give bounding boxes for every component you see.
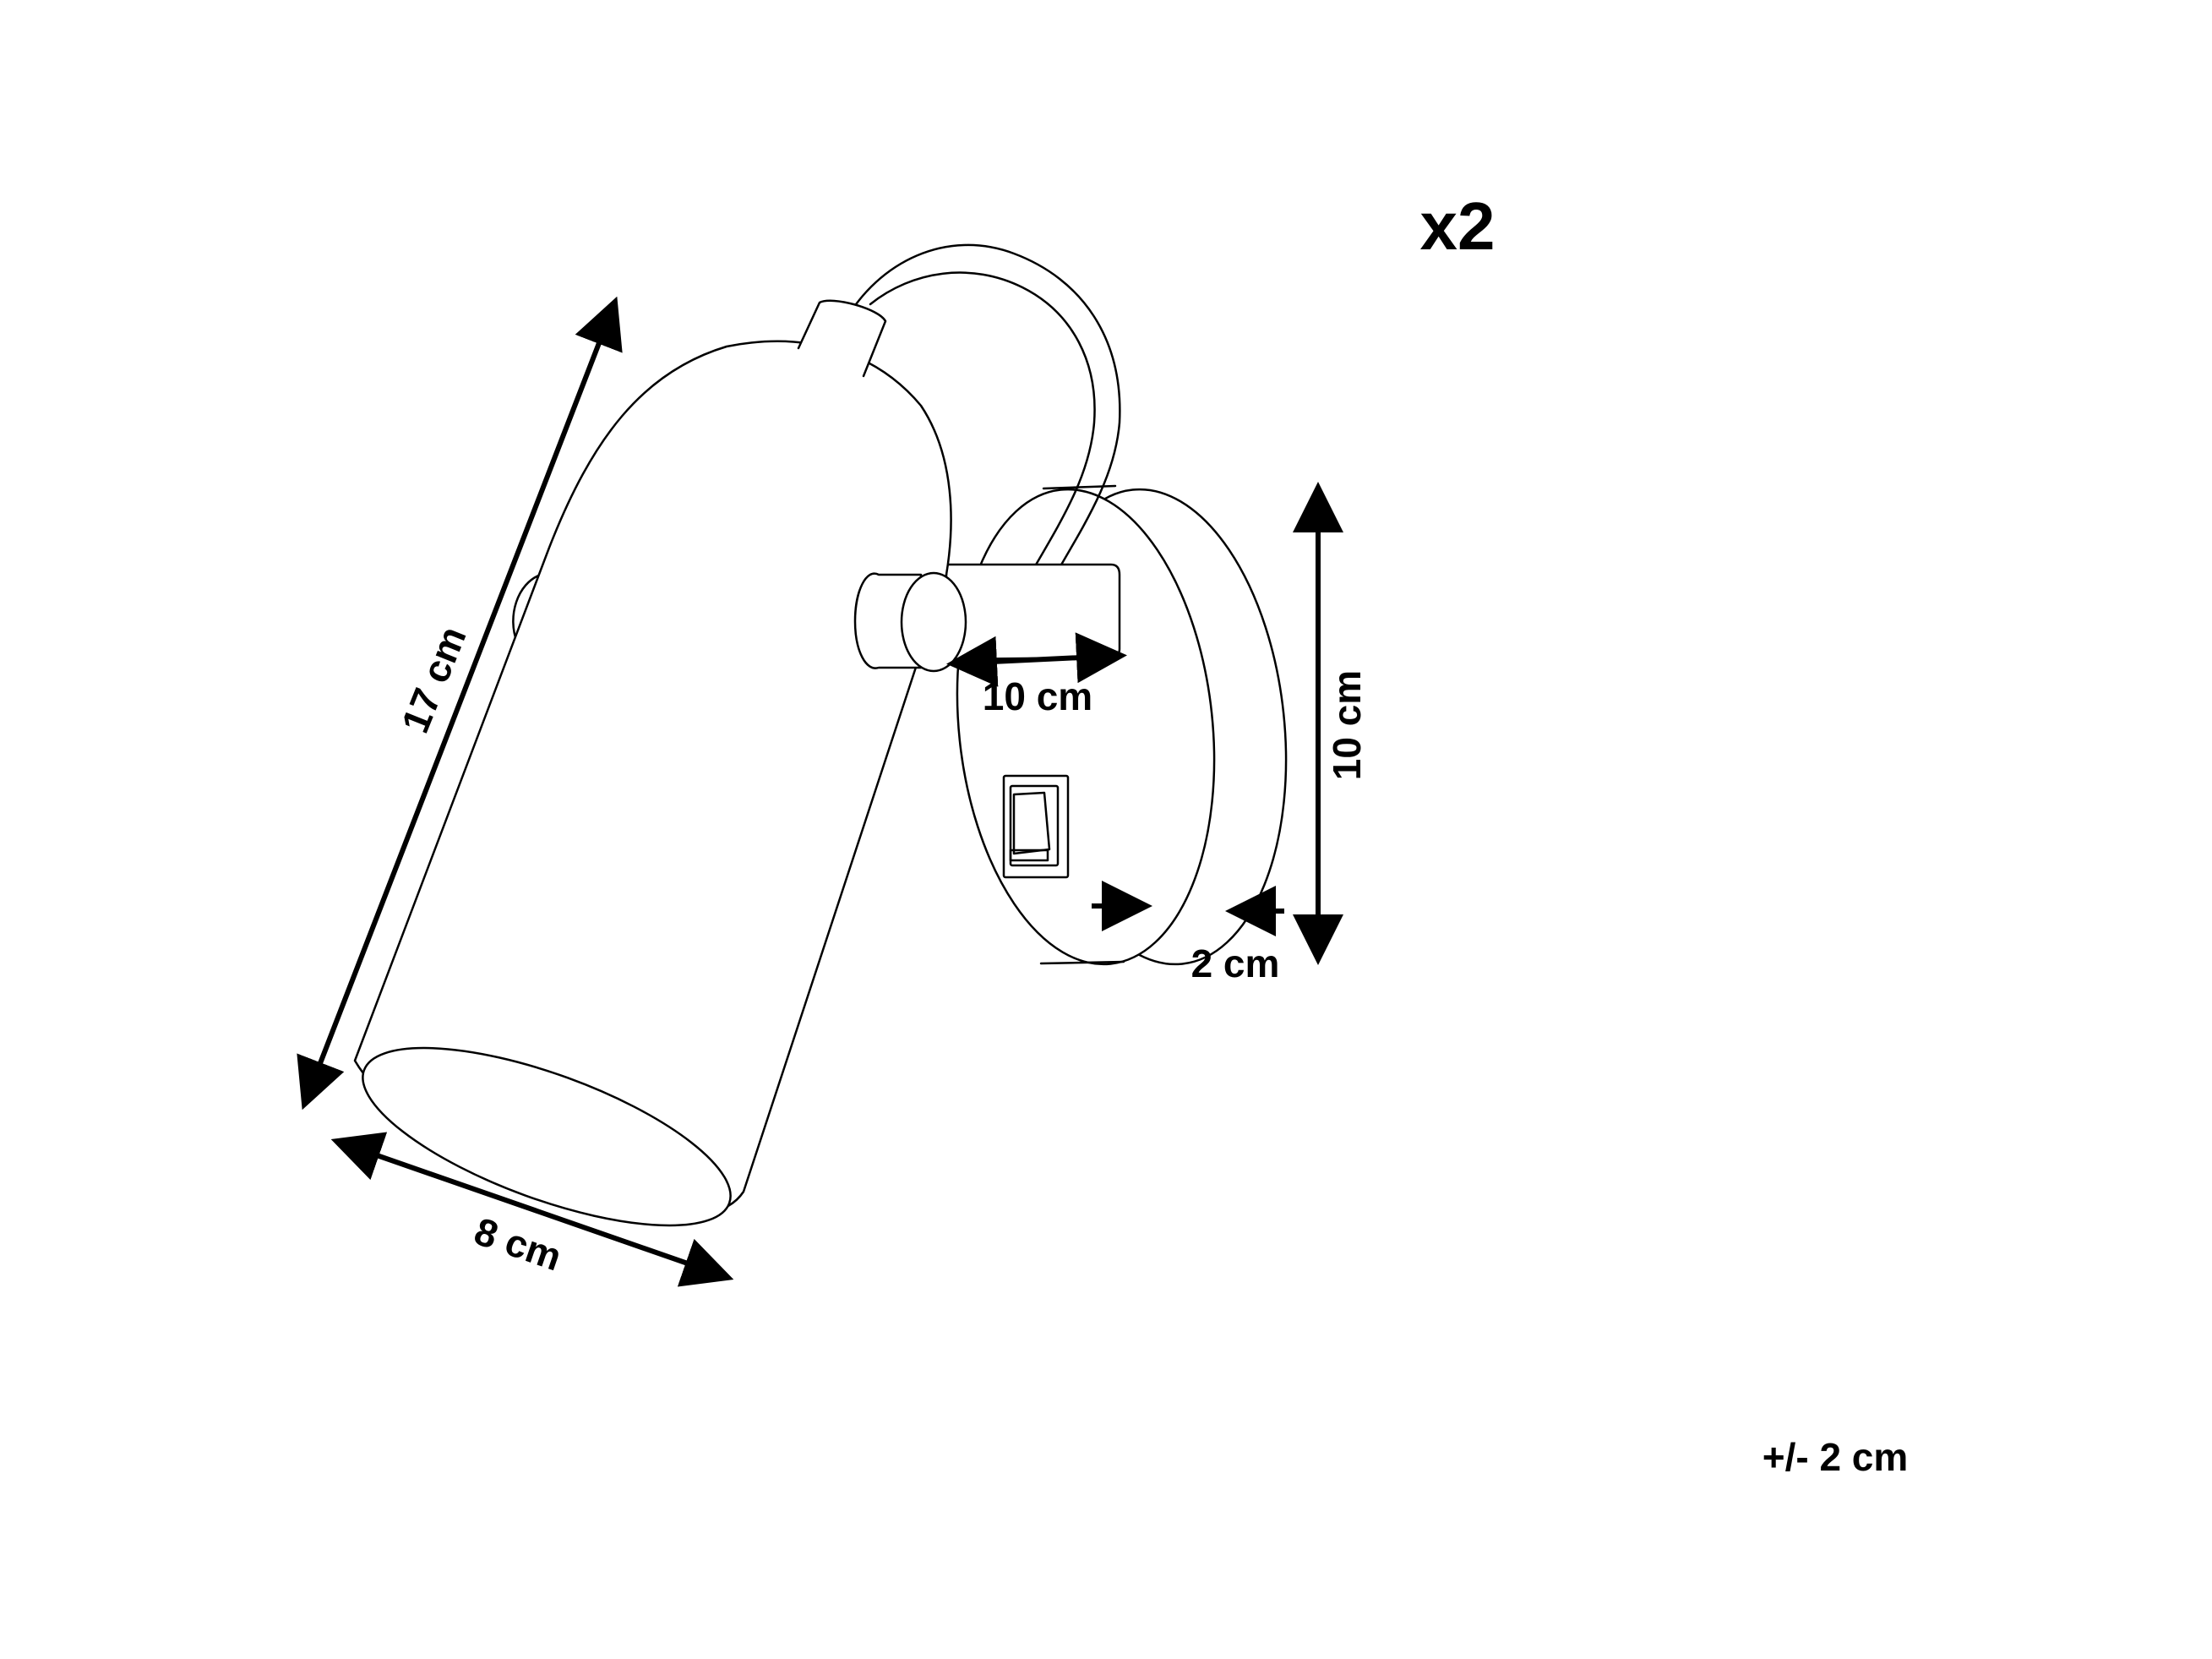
base-depth-arrows — [1092, 881, 1284, 936]
quantity-label: x2 — [1420, 188, 1496, 264]
mount-bracket — [945, 563, 1121, 661]
lamp-arm — [843, 243, 1121, 568]
pivot-knob — [853, 571, 967, 673]
arm-width-label: 10 cm — [983, 674, 1092, 718]
tolerance-label: +/- 2 cm — [1763, 1435, 1909, 1479]
arm-width-arrow — [946, 632, 1127, 687]
lamp-drawing — [353, 243, 1288, 1227]
shade-length-label: 17 cm — [393, 620, 475, 739]
shade-diameter-arrow — [330, 1132, 734, 1287]
shade-length-arrow — [297, 296, 623, 1111]
rocker-switch — [1002, 774, 1070, 879]
dimension-lines — [297, 296, 1343, 1287]
base-height-label: 10 cm — [1325, 670, 1369, 780]
shade-diameter-label: 8 cm — [469, 1209, 567, 1279]
shade-top-cap — [797, 299, 887, 378]
lamp-shade — [353, 340, 952, 1227]
base-depth-label: 2 cm — [1191, 941, 1280, 985]
wall-base-plate — [956, 484, 1288, 966]
